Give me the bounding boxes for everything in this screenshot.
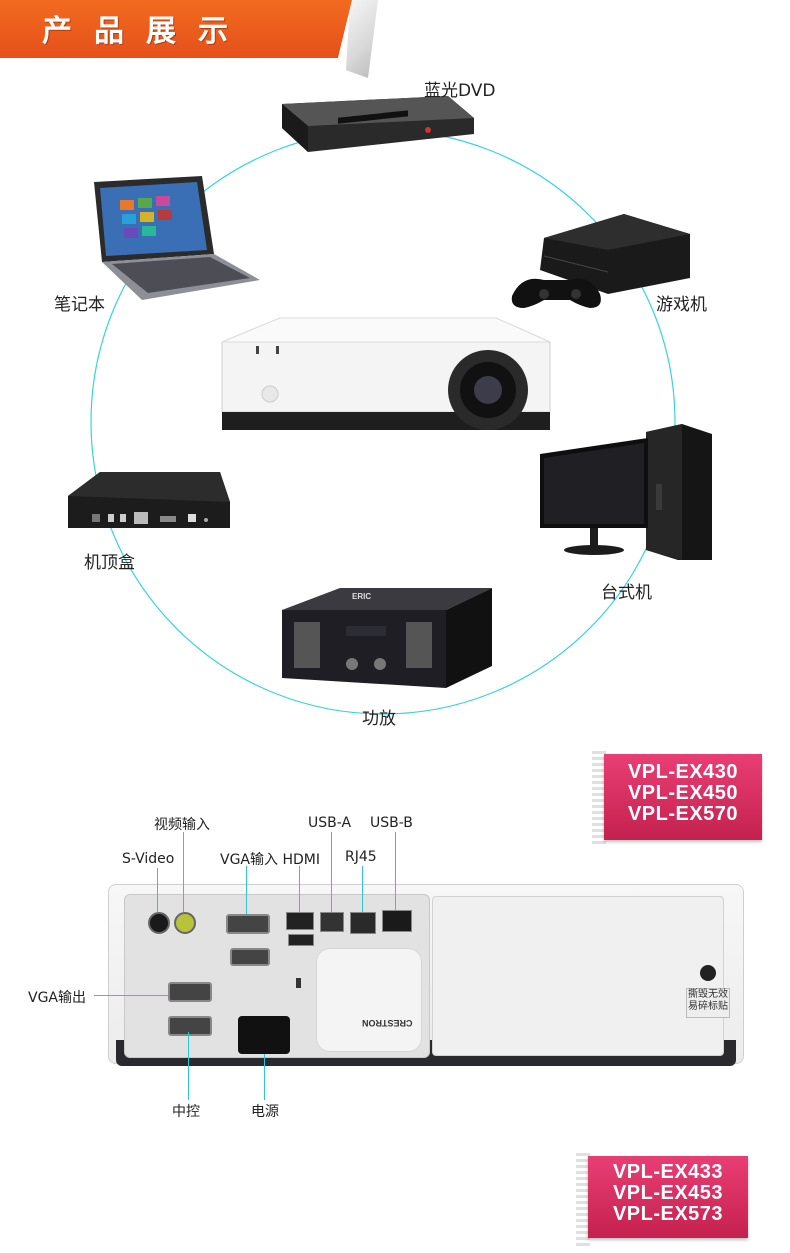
desktop-pc-icon (540, 424, 712, 560)
bluray-label: 蓝光DVD (424, 81, 496, 101)
callout-line-usb-a (331, 832, 332, 912)
s-video-label: S-Video (122, 851, 175, 867)
model-name: VPL-EX573 (612, 1203, 724, 1225)
callout-line-vga-in (246, 866, 247, 914)
rs232-control-port (168, 1016, 212, 1036)
usb-b-label: USB-B (370, 815, 413, 831)
model-name: VPL-EX453 (612, 1182, 724, 1204)
desktop-label: 台式机 (601, 583, 652, 603)
model-name: VPL-EX450 (627, 782, 739, 804)
model-ribbon-top: VPL-EX430 VPL-EX450 VPL-EX570 (604, 754, 762, 840)
video-in-label: 视频输入 (154, 817, 210, 833)
laptop-icon (94, 176, 260, 300)
section-banner (0, 0, 352, 58)
vga-out-port (168, 982, 212, 1002)
usb-a-label: USB-A (308, 815, 352, 831)
warning-sticker: 撕毁无效 易碎标贴 (686, 988, 730, 1018)
section-title: 产品展示 (42, 14, 250, 49)
vga-in-2-port (230, 948, 270, 966)
projector-icon (221, 317, 551, 430)
amplifier-icon (282, 588, 492, 688)
rj45-port (350, 912, 376, 934)
filter-cover (432, 896, 724, 1056)
laptop-label: 笔记本 (54, 295, 105, 315)
screw-icon (700, 965, 716, 981)
callout-line-video-in (183, 832, 184, 912)
game-console-icon (511, 214, 690, 308)
model-ribbon-bottom: VPL-EX433 VPL-EX453 VPL-EX573 (588, 1156, 748, 1238)
security-slot (296, 978, 301, 988)
callout-line-vga-out (94, 995, 168, 996)
crestron-logo: CRESTRON (362, 1018, 413, 1028)
rj45-label: RJ45 (345, 849, 377, 865)
video-in-port (174, 912, 196, 934)
hdmi-port (286, 912, 314, 930)
vga-out-label: VGA输出 (28, 990, 87, 1006)
vga-in-hdmi-label: VGA输入 HDMI (220, 852, 320, 868)
usb-b-port (382, 910, 412, 932)
callout-line-usb-b (395, 832, 396, 910)
console-label: 游戏机 (656, 295, 707, 315)
amplifier-label: 功放 (362, 709, 396, 729)
callout-line-control (188, 1032, 189, 1100)
callout-line-rj45 (362, 866, 363, 912)
amplifier-brand: ERIC (352, 592, 372, 601)
hdmi-2-port (288, 934, 314, 946)
s-video-port (148, 912, 170, 934)
power-label: 电源 (251, 1104, 279, 1120)
crestron-plate (316, 948, 422, 1052)
model-name: VPL-EX433 (612, 1161, 724, 1183)
bluray-player-icon (282, 96, 474, 152)
callout-line-power (264, 1054, 265, 1100)
callout-line-s-video (157, 868, 158, 912)
power-port (238, 1016, 290, 1054)
settop-box-icon (68, 472, 230, 528)
settop-box-label: 机顶盒 (84, 553, 135, 573)
vga-in-port (226, 914, 270, 934)
ribbon-tab-top (592, 748, 606, 844)
model-name: VPL-EX430 (627, 761, 739, 783)
model-name: VPL-EX570 (627, 803, 739, 825)
callout-line-hdmi (299, 866, 300, 912)
ribbon-tab-bottom (576, 1150, 590, 1246)
control-label: 中控 (172, 1104, 200, 1120)
usb-a-port (320, 912, 344, 932)
